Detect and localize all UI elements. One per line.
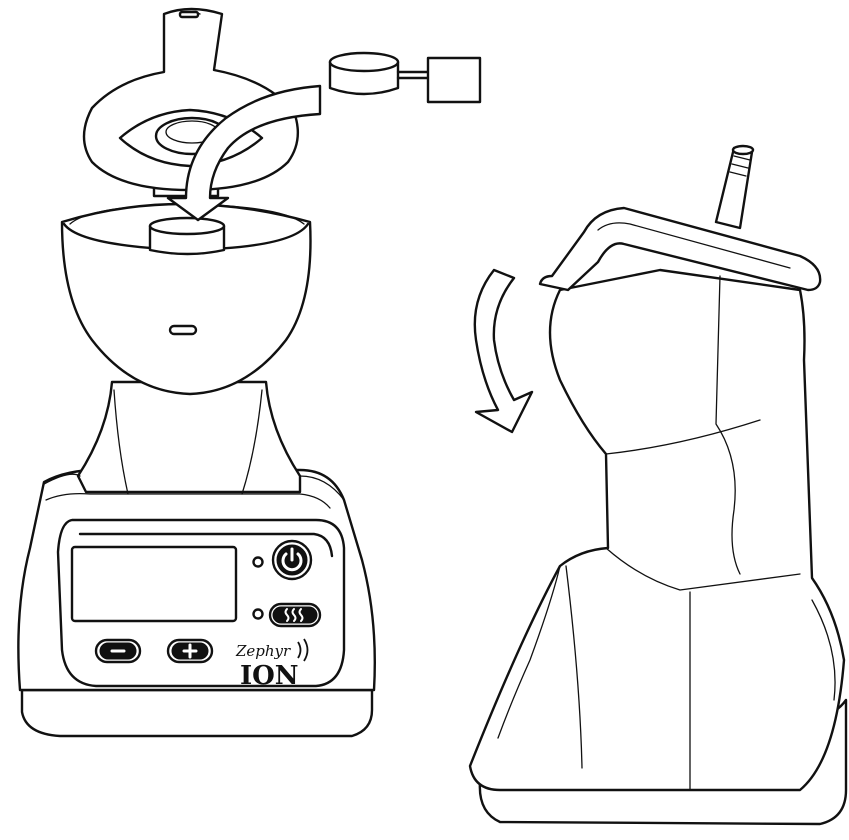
heating-element — [150, 218, 224, 254]
vaporizer-base-unit: Zephyr ION — [18, 9, 480, 736]
bag-nozzle — [716, 146, 753, 228]
base-plate — [22, 690, 372, 736]
neck — [78, 382, 300, 492]
heat-indicator-dot — [254, 610, 263, 619]
bag-unit-body — [470, 270, 844, 790]
minus-button[interactable] — [96, 640, 140, 662]
plus-button[interactable] — [168, 640, 212, 662]
heat-button[interactable] — [270, 604, 320, 626]
power-button[interactable] — [273, 541, 311, 579]
brand-name-top: Zephyr — [235, 642, 291, 660]
filter-screen-part — [330, 53, 480, 102]
power-indicator-dot — [254, 558, 263, 567]
bag-attachment-unit — [470, 146, 846, 824]
display-screen — [72, 547, 236, 621]
tilt-arrow-icon — [475, 270, 532, 432]
cup-slot — [170, 326, 196, 334]
brand-name-bottom: ION — [240, 661, 299, 691]
